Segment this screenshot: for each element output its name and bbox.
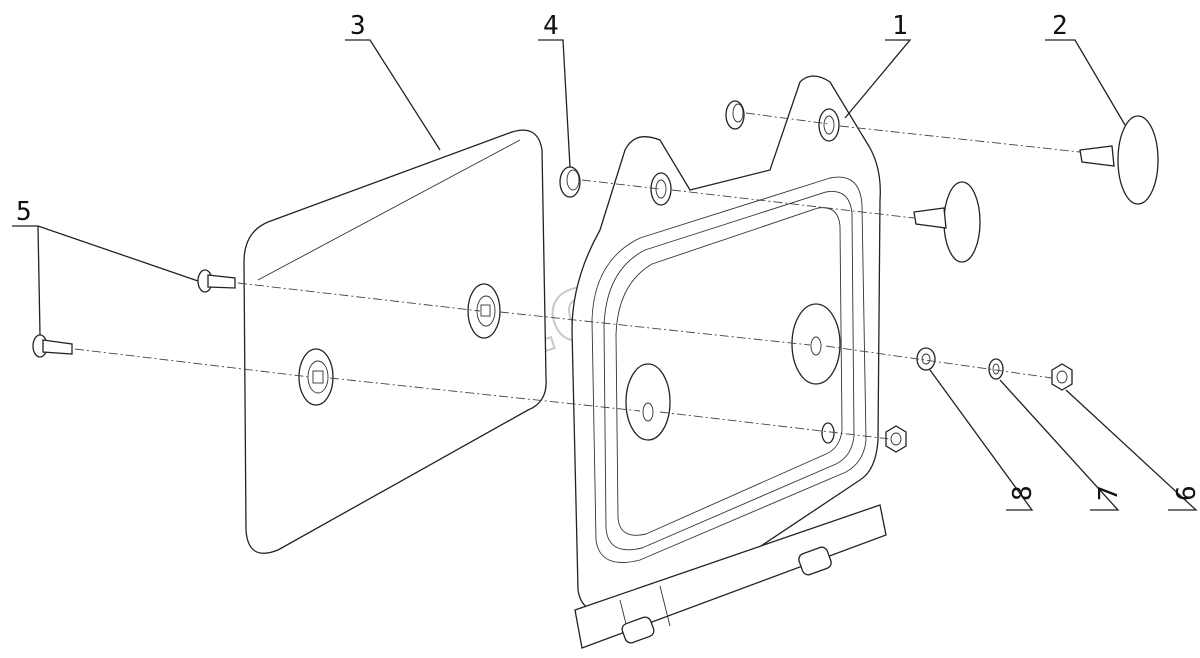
callout-7: 7: [1094, 485, 1124, 501]
part-7-spring-washer: [988, 358, 1004, 380]
callout-8: 8: [1008, 485, 1038, 501]
callout-6: 6: [1172, 485, 1200, 501]
callout-3: 3: [350, 11, 366, 41]
assembly-axis-lines: [74, 112, 1081, 440]
part-4-spacer: [559, 100, 745, 198]
part-2-knob-fastener: [913, 115, 1159, 263]
callout-4: 4: [543, 11, 559, 41]
part-5-bolt: [32, 269, 236, 358]
part-1-bracket-plate: [571, 75, 887, 649]
part-6-nut: [885, 363, 1073, 453]
callout-leaders: [12, 39, 1198, 511]
callout-5: 5: [16, 197, 32, 227]
part-3-cover-plate: [243, 129, 547, 554]
callout-2: 2: [1052, 11, 1068, 41]
part-8-flat-washer: [916, 347, 936, 371]
callout-1: 1: [892, 11, 908, 41]
